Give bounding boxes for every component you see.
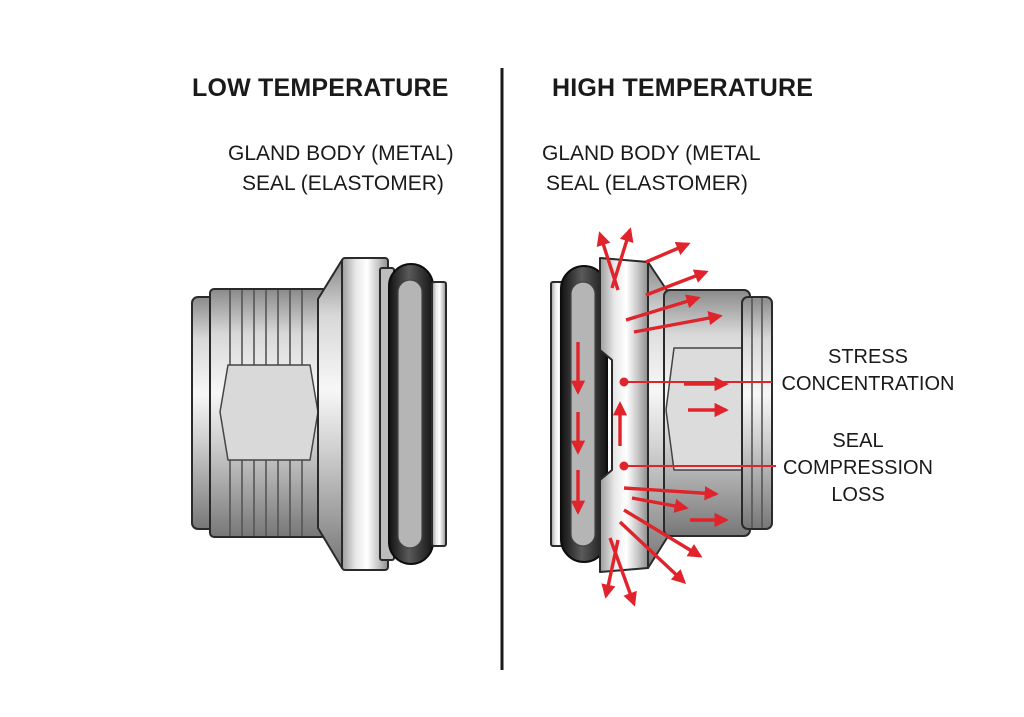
stress-arrows	[570, 227, 729, 607]
high-gland-body-label: GLAND BODY (METAL	[542, 142, 761, 165]
compression-callout-line-1: SEAL	[832, 430, 884, 452]
low-temp-fitting	[191, 257, 447, 571]
compression-callout-line-2: COMPRESSION	[782, 457, 934, 479]
callout-leaders	[619, 377, 776, 471]
stress-concentration-callout: STRESS CONCENTRATION	[776, 344, 960, 398]
high-temperature-title: HIGH TEMPERATURE	[552, 74, 814, 102]
stress-callout-line-2: CONCENTRATION	[781, 373, 955, 395]
low-temperature-title: LOW TEMPERATURE	[192, 74, 449, 102]
stress-callout-line-1: STRESS	[827, 346, 909, 368]
seal-compression-loss-callout: SEAL COMPRESSION LOSS	[776, 428, 940, 509]
high-seal-label: SEAL (ELASTOMER)	[546, 172, 748, 195]
low-seal-label: SEAL (ELASTOMER)	[242, 172, 444, 195]
compression-callout-line-3: LOSS	[831, 484, 885, 506]
high-temp-fitting	[550, 257, 773, 573]
low-gland-body-label: GLAND BODY (METAL)	[228, 142, 454, 165]
